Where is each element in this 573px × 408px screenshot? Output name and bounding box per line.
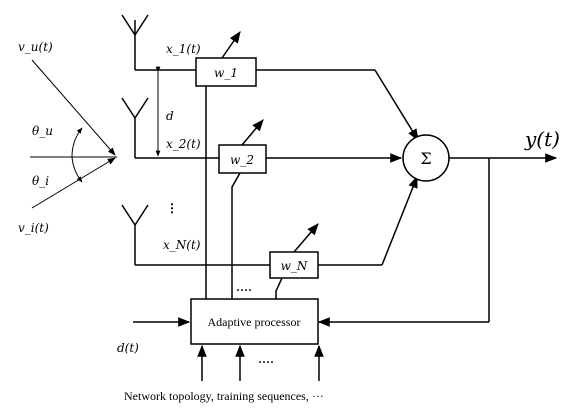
- antenna-n-icon: [121, 204, 149, 265]
- label-y: y(t): [524, 127, 560, 151]
- weight-1-adjust-arrow: [221, 31, 241, 59]
- weight-1-box: [195, 57, 257, 87]
- ellipsis-processor-lower: ····: [258, 355, 274, 369]
- theta-u-arc: [71, 127, 83, 158]
- vertical-ellipsis: ⋮: [166, 201, 178, 215]
- branch-n-to-summer: [381, 175, 418, 266]
- control-line-2: [231, 172, 241, 299]
- antenna-1-icon: [121, 14, 149, 70]
- ellipsis-processor-upper: ····: [236, 283, 252, 297]
- label-wN: w_N: [281, 259, 308, 273]
- label-dt: d(t): [117, 341, 139, 355]
- label-w2: w_2: [230, 153, 254, 167]
- weight-n-adjust-arrow: [293, 223, 319, 253]
- label-vu: v_u(t): [18, 40, 53, 54]
- label-theta-i: θ_i: [32, 174, 49, 188]
- label-x2: x_2(t): [166, 137, 201, 151]
- caption: Network topology, training sequences, ··…: [124, 389, 324, 403]
- weight-2-adjust-arrow: [241, 119, 264, 146]
- adaptive-processor-box: [190, 298, 319, 345]
- interference-ray: [31, 157, 116, 209]
- label-x1: x_1(t): [166, 42, 201, 56]
- label-xN: x_N(t): [163, 238, 201, 252]
- label-vi: v_i(t): [18, 221, 49, 235]
- weight-n-box: [269, 251, 319, 279]
- theta-i-arc: [71, 156, 83, 183]
- summer-symbol: Σ: [420, 149, 431, 168]
- processor-label: Adaptive processor: [208, 315, 301, 329]
- label-d-spacing: d: [166, 109, 174, 123]
- label-theta-u: θ_u: [32, 124, 53, 138]
- control-line-n: [275, 277, 283, 299]
- branch-1-to-summer: [374, 69, 419, 142]
- label-w1: w_1: [214, 66, 238, 80]
- desired-signal-ray: [31, 59, 116, 156]
- antenna-2-icon: [121, 97, 149, 158]
